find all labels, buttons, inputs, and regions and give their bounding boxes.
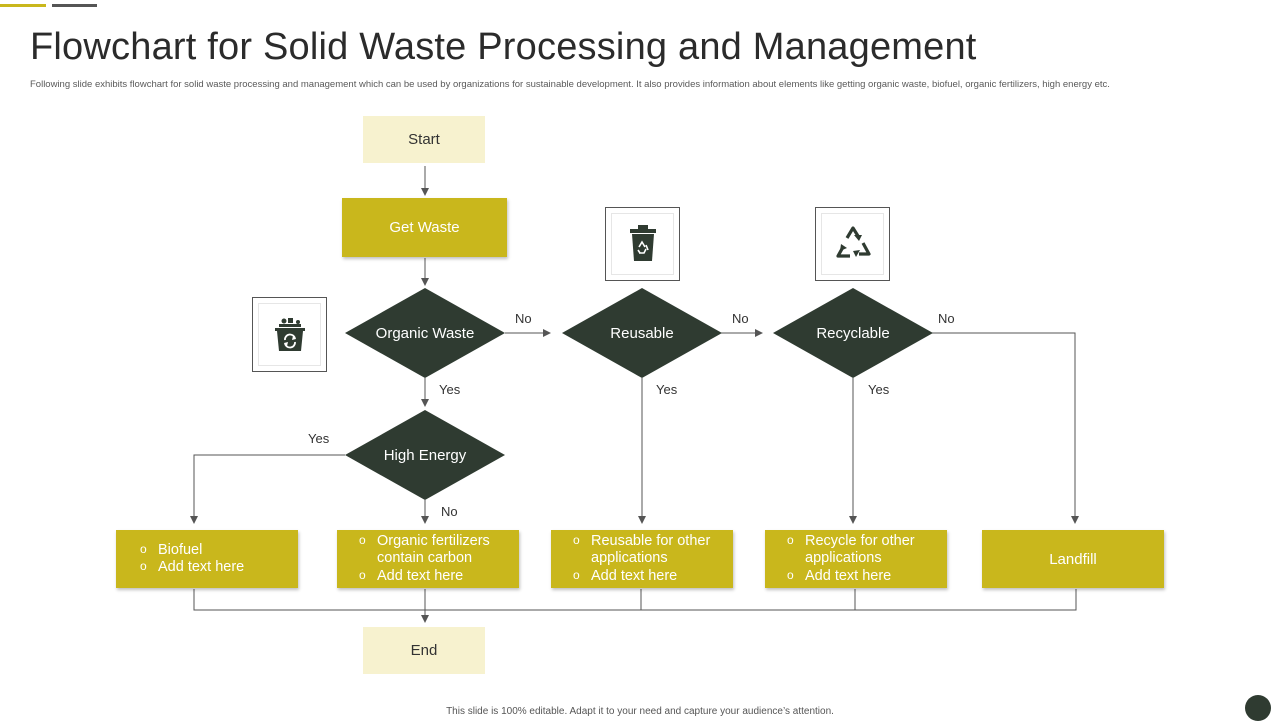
edge-label-recyclable-yes: Yes <box>868 382 890 397</box>
start-node: Start <box>363 116 485 163</box>
reusable-output-list: Reusable for other applications Add text… <box>571 532 733 586</box>
list-item: Add text here <box>357 567 519 586</box>
page-subtitle: Following slide exhibits flowchart for s… <box>30 79 1110 90</box>
list-item: Biofuel <box>138 541 244 560</box>
reusable-label: Reusable <box>610 324 674 342</box>
top-accent-bar-olive <box>0 4 46 7</box>
recycle-output-list: Recycle for other applications Add text … <box>785 532 947 586</box>
recycle-triangle-icon <box>835 226 871 258</box>
edge-label-reusable-yes: Yes <box>656 382 678 397</box>
list-item: Recycle for other applications <box>785 532 947 568</box>
edge-label-high-energy-yes: Yes <box>308 431 330 446</box>
recycle-bin-icon <box>629 225 656 261</box>
recyclable-label: Recyclable <box>816 324 890 342</box>
list-item: Add text here <box>785 567 947 586</box>
diamond-high-energy <box>345 410 505 500</box>
footer-note: This slide is 100% editable. Adapt it to… <box>446 706 834 717</box>
list-item: Add text here <box>571 567 733 586</box>
organic-icon-frame <box>252 297 327 372</box>
end-node: End <box>363 627 485 674</box>
corner-dot-decoration <box>1245 695 1271 721</box>
recyclable-icon-frame <box>815 207 890 281</box>
diamond-reusable <box>562 288 722 378</box>
edge-label-reusable-no: No <box>732 311 749 326</box>
edge-label-high-energy-no: No <box>441 504 458 519</box>
list-item: Add text here <box>138 558 244 577</box>
diamond-organic-waste <box>345 288 505 378</box>
organic-waste-bin-icon <box>274 317 305 351</box>
connector-outputs-collector <box>193 589 1077 611</box>
fertilizers-output-box: Organic fertilizers contain carbon Add t… <box>337 530 519 588</box>
edge-label-recyclable-no: No <box>938 311 955 326</box>
get-waste-node: Get Waste <box>342 198 507 257</box>
diamond-recyclable <box>773 288 933 378</box>
connector-recyclable-landfill <box>932 332 1079 524</box>
list-item: Reusable for other applications <box>571 532 733 568</box>
organic-waste-label: Organic Waste <box>375 324 475 342</box>
high-energy-label: High Energy <box>383 446 467 464</box>
edge-label-organic-yes: Yes <box>439 382 461 397</box>
fertilizers-output-list: Organic fertilizers contain carbon Add t… <box>357 532 519 586</box>
page-title: Flowchart for Solid Waste Processing and… <box>30 26 977 68</box>
top-accent-bar-dark <box>52 4 97 7</box>
reusable-icon-frame <box>605 207 680 281</box>
biofuel-output-list: Biofuel Add text here <box>138 541 244 577</box>
reusable-output-box: Reusable for other applications Add text… <box>551 530 733 588</box>
recycle-output-box: Recycle for other applications Add text … <box>765 530 947 588</box>
edge-label-organic-no: No <box>515 311 532 326</box>
landfill-node: Landfill <box>982 530 1164 588</box>
connector-highenergy-biofuel <box>190 454 345 524</box>
list-item: Organic fertilizers contain carbon <box>357 532 519 568</box>
biofuel-output-box: Biofuel Add text here <box>116 530 298 588</box>
